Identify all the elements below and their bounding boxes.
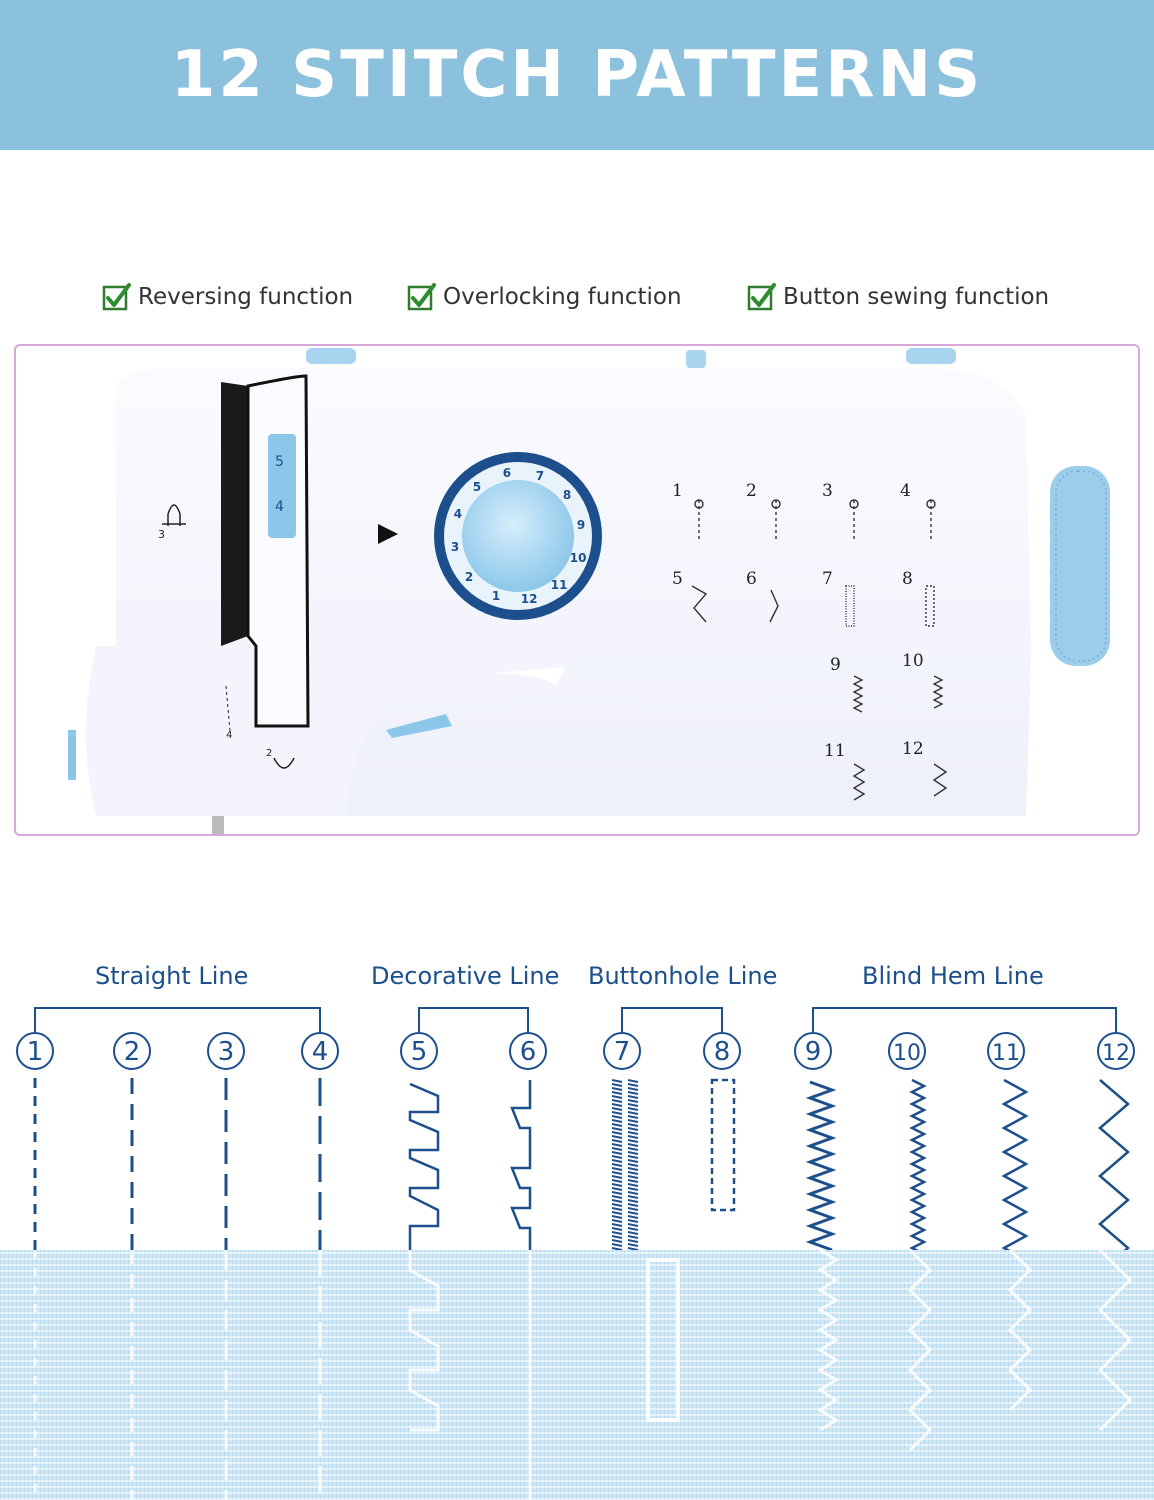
stitch-7 (611, 1079, 639, 1251)
stitch-number-circle (509, 1032, 547, 1070)
bracket-buttonhole (621, 1007, 723, 1032)
stitch-number: 1 (27, 1037, 44, 1067)
stitch-11 (1001, 1078, 1029, 1260)
handwheel (1050, 466, 1110, 666)
feature-reversing: Reversing function (102, 282, 353, 312)
reverse-lever (386, 714, 452, 738)
thread-guide-knob (306, 348, 356, 364)
stitch-number: 8 (714, 1037, 731, 1067)
checkbox-icon (407, 283, 436, 311)
bracket-blind-hem (812, 1007, 1117, 1032)
panel-number: 10 (902, 651, 924, 671)
dial-number: 12 (521, 592, 538, 606)
stitch-number-circle (703, 1032, 741, 1070)
fabric-sample (0, 1250, 1154, 1500)
category-straight-line: Straight Line (95, 962, 249, 990)
panel-number: 7 (822, 569, 833, 589)
needle-icon (162, 504, 186, 526)
dial-number: 1 (492, 589, 500, 603)
feature-button-sewing: Button sewing function (747, 282, 1049, 312)
panel-number: 4 (900, 481, 911, 501)
dial-number: 11 (551, 578, 568, 592)
dial-number: 5 (473, 480, 481, 494)
dial-number: 8 (563, 488, 571, 502)
dial-pointer-icon (378, 524, 398, 544)
stitch-10 (909, 1078, 927, 1256)
stitch-number-circle (301, 1032, 339, 1070)
stitch-6 (510, 1080, 532, 1250)
checkbox-icon (747, 283, 776, 311)
feature-label: Overlocking function (443, 284, 682, 310)
stitch-number-circle (113, 1032, 151, 1070)
stitch-number: 10 (893, 1041, 921, 1066)
bracket-decorative (418, 1007, 529, 1032)
pattern-chart (691, 499, 948, 801)
stitch-12 (1098, 1079, 1130, 1260)
stitch-9 (805, 1080, 837, 1252)
dial-number: 2 (465, 570, 473, 584)
stitch-number-circle (207, 1032, 245, 1070)
stitch-number: 12 (1102, 1041, 1130, 1066)
checkbox-icon (102, 283, 131, 311)
stitch-number: 6 (520, 1037, 537, 1067)
category-decorative-line: Decorative Line (371, 962, 560, 990)
category-buttonhole-line: Buttonhole Line (588, 962, 778, 990)
dial-number: 7 (536, 469, 544, 483)
panel-number: 12 (902, 739, 924, 759)
stitch-number: 3 (218, 1037, 235, 1067)
dial-number: 4 (454, 507, 462, 521)
thread-label: 4 (226, 730, 232, 741)
stitch-number-circle (888, 1032, 926, 1070)
stitch-number-circle (400, 1032, 438, 1070)
panel-number: 1 (672, 481, 683, 501)
panel-number: 5 (672, 569, 683, 589)
page-title: 12 STITCH PATTERNS (170, 38, 984, 112)
panel-number: 8 (902, 569, 913, 589)
stitch-number: 7 (614, 1037, 631, 1067)
stitch-number: 5 (411, 1037, 428, 1067)
header-banner: 12 STITCH PATTERNS (0, 0, 1154, 150)
feature-list: Reversing function Overlocking function … (0, 282, 1154, 322)
bracket-straight (34, 1007, 321, 1032)
feature-label: Button sewing function (783, 284, 1050, 310)
length-label: 4 (275, 499, 284, 515)
stitch-number-circle (794, 1032, 832, 1070)
length-label: 5 (275, 454, 284, 470)
stitch-8 (710, 1078, 736, 1212)
stitch-number-circle (603, 1032, 641, 1070)
dial-number: 9 (577, 518, 585, 532)
feature-label: Reversing function (138, 284, 354, 310)
bobbin-label: 2 (266, 748, 272, 759)
stitch-5 (408, 1082, 440, 1250)
category-blind-hem-line: Blind Hem Line (862, 962, 1044, 990)
thread-icon (225, 685, 231, 732)
panel-number: 11 (824, 741, 846, 761)
feature-overlocking: Overlocking function (407, 282, 682, 312)
bobbin-icon (273, 757, 295, 769)
stitch-number-circle (16, 1032, 54, 1070)
needle-label: 3 (158, 528, 165, 541)
dial-number: 6 (503, 466, 511, 480)
fabric-stitches (33, 1250, 1133, 1500)
panel-number: 3 (822, 481, 833, 501)
dial-number: 10 (570, 551, 587, 565)
stitch-number: 9 (805, 1037, 822, 1067)
panel-number: 9 (830, 655, 841, 675)
panel-number: 6 (746, 569, 757, 589)
stitch-number-circle (987, 1032, 1025, 1070)
stitch-number: 4 (312, 1037, 329, 1067)
dial-number: 3 (451, 540, 459, 554)
stitch-number: 2 (124, 1037, 141, 1067)
stitch-number-circle (1097, 1032, 1135, 1070)
stitch-length-dial (268, 434, 296, 538)
panel-number: 2 (746, 481, 757, 501)
stitch-number: 11 (992, 1041, 1020, 1066)
